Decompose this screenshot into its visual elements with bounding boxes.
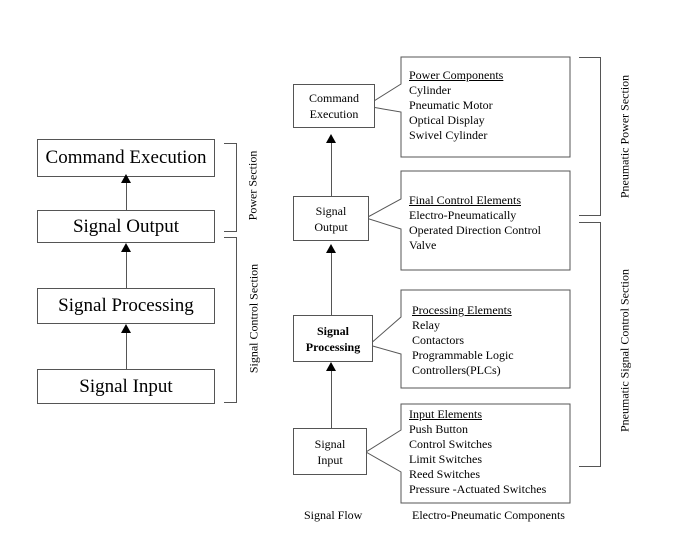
callout-final-item: Valve: [409, 238, 437, 252]
callout-final-title: Final Control Elements: [409, 193, 521, 207]
right-arrowhead-3: [326, 362, 336, 371]
left-signal-input-box: Signal Input: [37, 369, 215, 404]
right-power-bracket: [579, 57, 601, 216]
right-signal-processing-box: Signal Processing: [293, 315, 373, 362]
callout-shape-power: [364, 56, 571, 158]
right-input-line-1: Signal: [314, 436, 346, 451]
callout-input-item: Reed Switches: [409, 467, 480, 481]
left-command-execution-box: Command Execution: [37, 139, 215, 177]
callout-processing-item: Programmable Logic: [412, 348, 514, 362]
left-signal-processing-box: Signal Processing: [37, 288, 215, 324]
callout-power-item: Optical Display: [409, 113, 485, 127]
right-processing-line-1: Signal: [316, 323, 349, 338]
callout-processing-item: Controllers(PLCs): [412, 363, 501, 377]
callout-input-item: Push Button: [409, 422, 469, 436]
callout-final-control-elements: Final Control Elements Electro-Pneumatic…: [409, 193, 541, 253]
callout-power-item: Swivel Cylinder: [409, 128, 488, 142]
right-connector-3: [331, 371, 332, 428]
callout-power-item: Pneumatic Motor: [409, 98, 493, 112]
callout-final-item: Operated Direction Control: [409, 223, 541, 237]
callout-power-components: Power Components Cylinder Pneumatic Moto…: [409, 68, 503, 143]
right-arrowhead-2: [326, 244, 336, 253]
left-signal-output-box: Signal Output: [37, 210, 215, 243]
left-arrowhead-2: [121, 243, 131, 252]
callout-processing-title: Processing Elements: [412, 303, 512, 317]
right-pneumatic-power-section-label: Pneumatic Power Section: [617, 74, 632, 199]
right-signal-input-box: Signal Input: [293, 428, 367, 475]
right-output-line-1: Signal: [315, 203, 347, 218]
right-signal-output-box: Signal Output: [293, 196, 369, 241]
callout-input-item: Limit Switches: [409, 452, 482, 466]
right-arrowhead-1: [326, 134, 336, 143]
right-connector-1: [331, 143, 332, 196]
right-command-line-1: Command: [309, 91, 359, 105]
callout-input-elements: Input Elements Push Button Control Switc…: [409, 407, 546, 497]
right-output-line-2: Output: [314, 219, 348, 234]
left-connector-2: [126, 252, 127, 288]
right-control-bracket: [579, 222, 601, 467]
right-input-line-2: Input: [317, 452, 343, 467]
left-arrowhead-1: [121, 174, 131, 183]
callout-power-item: Cylinder: [409, 83, 451, 97]
left-control-bracket: [224, 237, 237, 403]
callout-input-item: Pressure -Actuated Switches: [409, 482, 547, 496]
left-power-bracket: [224, 143, 237, 232]
caption-signal-flow: Signal Flow: [304, 508, 363, 522]
left-signal-control-section-label: Signal Control Section: [246, 263, 261, 374]
left-power-section-label: Power Section: [245, 150, 260, 221]
right-pneumatic-signal-control-section-label: Pneumatic Signal Control Section: [617, 269, 632, 432]
callout-final-item: Electro-Pneumatically: [409, 208, 517, 222]
callout-processing-elements: Processing Elements Relay Contactors Pro…: [412, 303, 514, 378]
callout-processing-item: Relay: [412, 318, 440, 332]
left-arrowhead-3: [121, 324, 131, 333]
callout-input-title: Input Elements: [409, 407, 482, 421]
right-connector-2: [331, 253, 332, 315]
right-command-execution-box: Command Execution: [293, 84, 375, 128]
callout-shape-final: [364, 170, 571, 271]
callout-shape-processing: [367, 289, 571, 389]
left-connector-1: [126, 183, 127, 210]
left-connector-3: [126, 333, 127, 369]
callout-processing-item: Contactors: [412, 333, 464, 347]
caption-electro-pneumatic-components: Electro-Pneumatic Components: [412, 508, 565, 522]
callout-power-title: Power Components: [409, 68, 504, 82]
right-command-line-2: Execution: [309, 107, 359, 121]
callout-shape-input: [365, 403, 571, 504]
right-processing-line-2: Processing: [305, 339, 361, 354]
callout-input-item: Control Switches: [409, 437, 492, 451]
